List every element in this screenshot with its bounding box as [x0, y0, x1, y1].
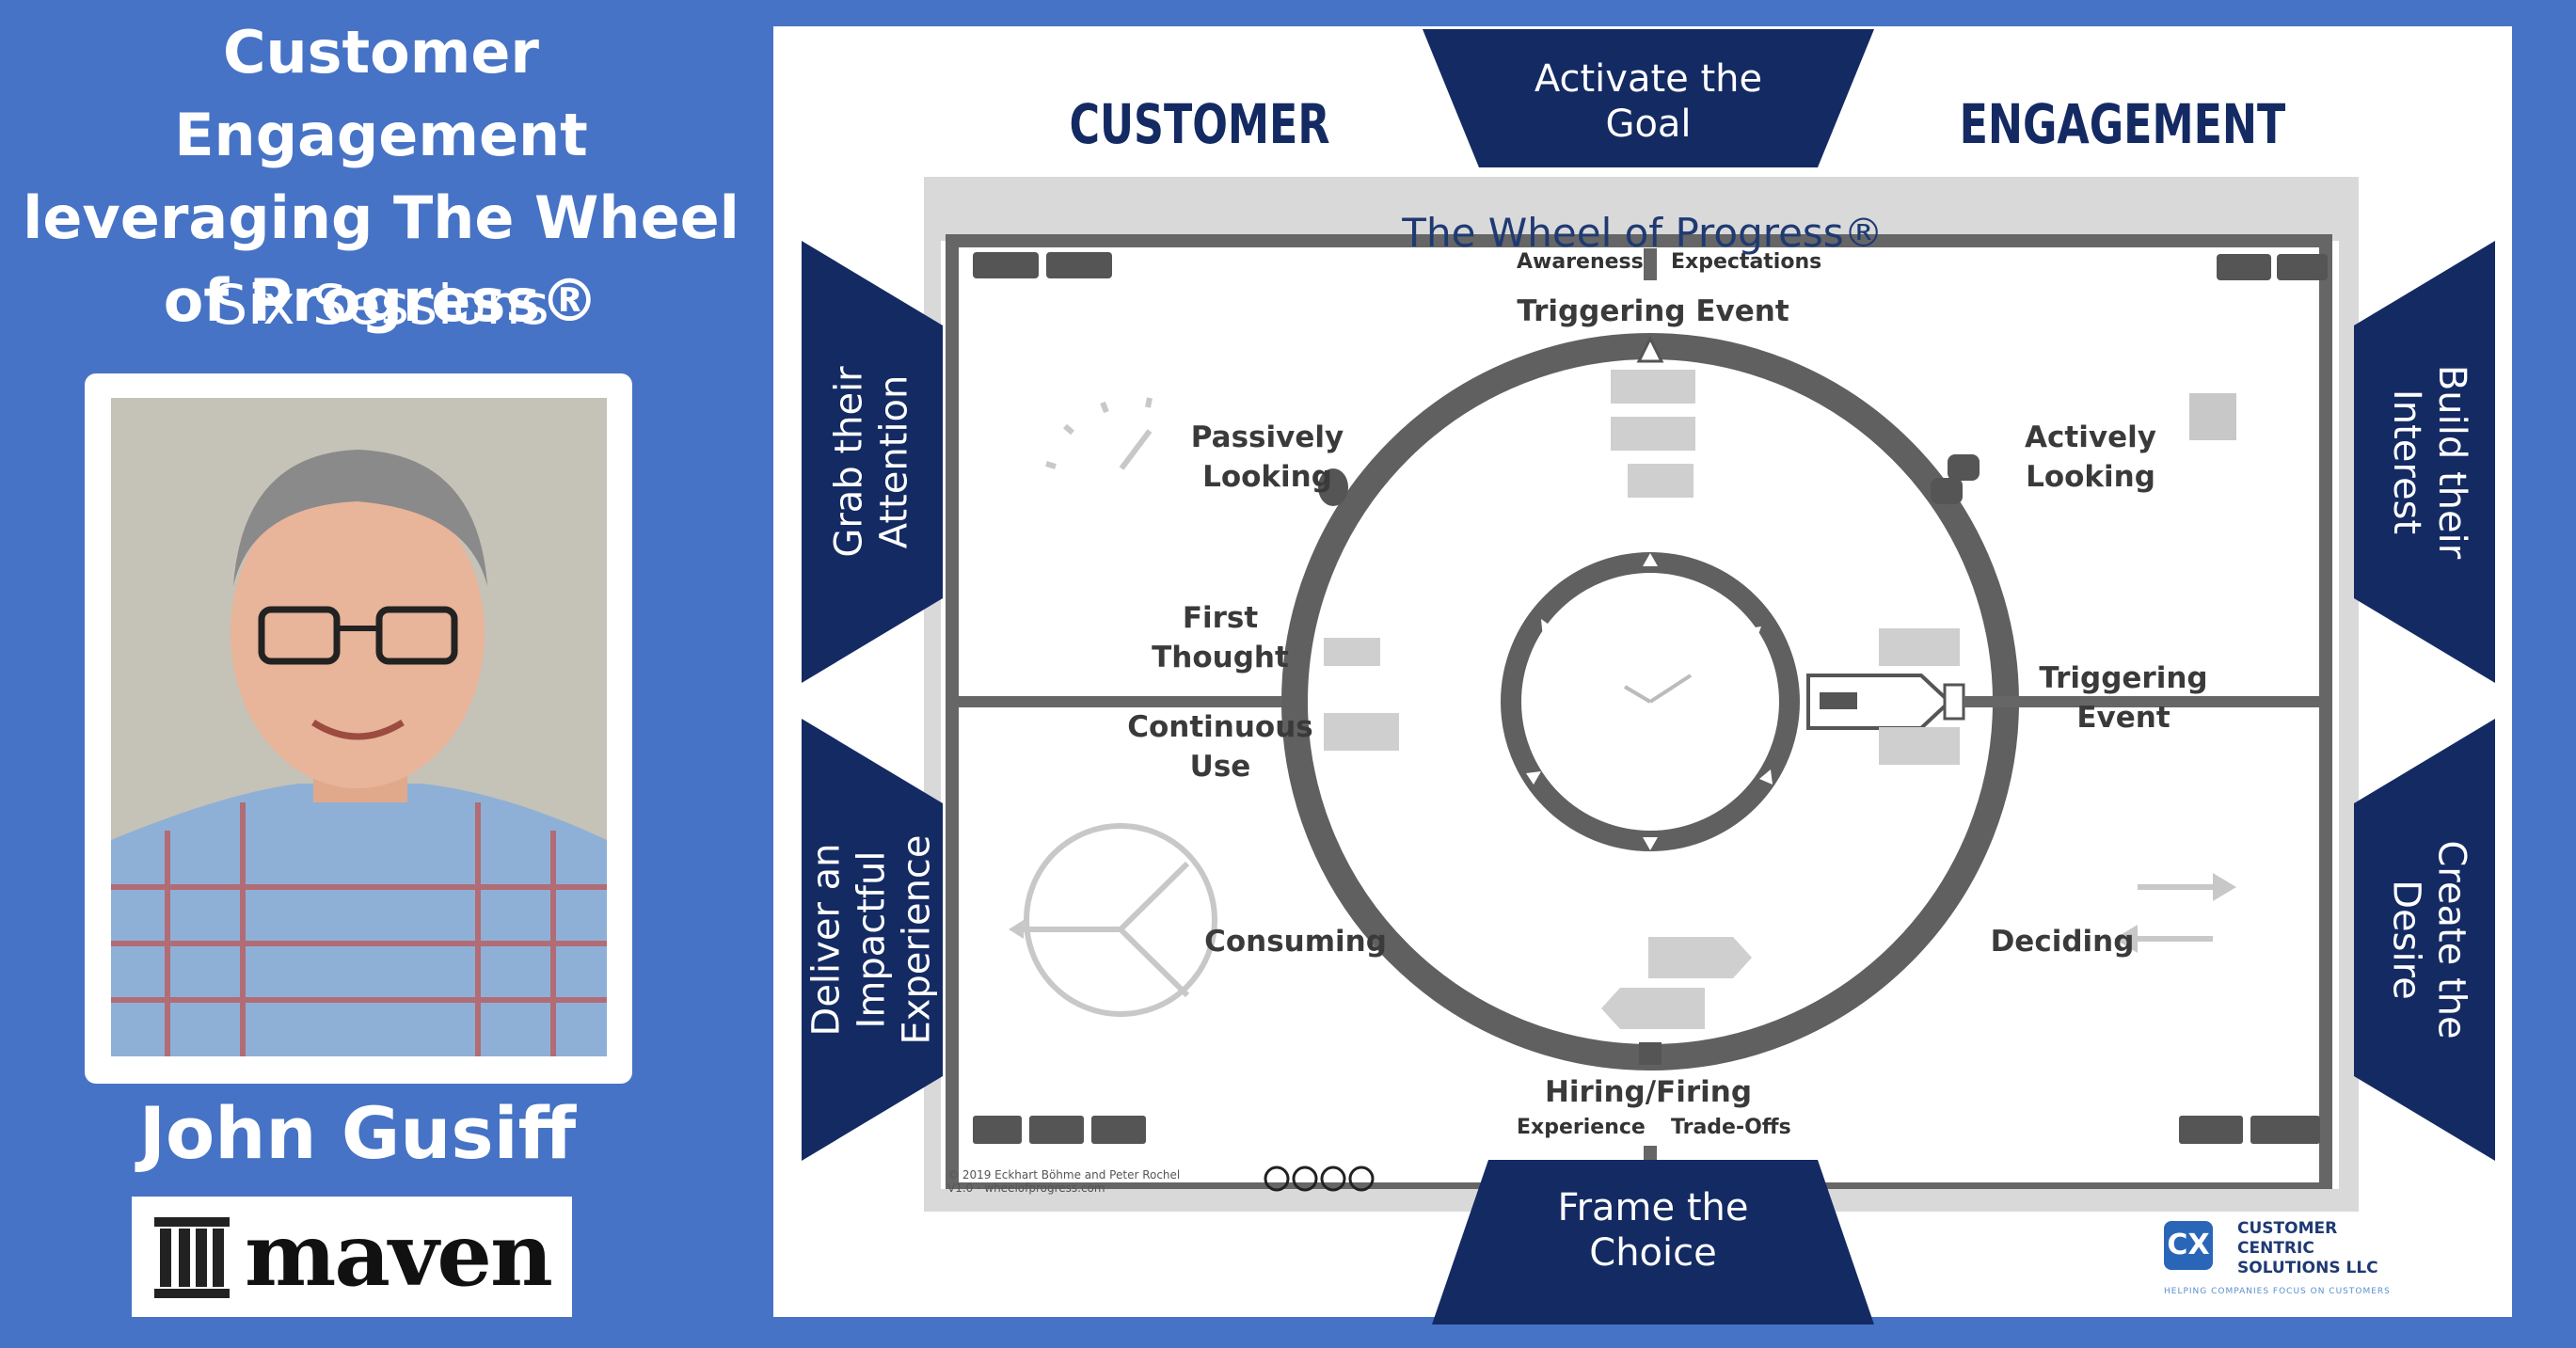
wheel-title: The Wheel of Progress® — [1402, 210, 1884, 256]
stage-consuming: Consuming — [1204, 925, 1387, 959]
tab-build-interest — [2354, 241, 2495, 683]
tab-create-desire-label: Create the Desire — [2385, 840, 2473, 1039]
footer-version: V1.0 - wheelofprogress.com — [947, 1181, 1105, 1195]
cx-logo-mark: CX — [2164, 1221, 2213, 1270]
tab-grab-attention-label: Grab their Attention — [828, 366, 917, 558]
label-experience: Experience — [1517, 1116, 1646, 1139]
presenter-photo — [111, 398, 607, 1056]
label-expectations: Expectations — [1671, 250, 1822, 274]
stage-passively-looking: Passively Looking — [1190, 420, 1344, 494]
stage-triggering-event-right: Triggering Event — [2039, 661, 2208, 735]
stage-actively-looking: Actively Looking — [2025, 420, 2156, 494]
footer-copyright: © 2019 Eckhart Böhme and Peter Rochel — [947, 1168, 1181, 1181]
header-engagement: ENGAGEMENT — [1959, 92, 2286, 156]
tab-frame-choice-label: Frame the Choice — [1557, 1186, 1749, 1275]
maven-logo: maven — [132, 1197, 572, 1317]
tab-deliver-experience — [802, 719, 943, 1161]
label-awareness: Awareness — [1517, 250, 1644, 274]
tab-activate-goal — [1423, 29, 1874, 167]
stage-triggering-event-top: Triggering Event — [1517, 294, 1789, 328]
tab-build-interest-label: Build their Interest — [2385, 364, 2474, 560]
label-trade-offs: Trade-Offs — [1671, 1116, 1791, 1139]
engagement-diagram: CUSTOMER ENGAGEMENT — [773, 26, 2512, 1324]
creative-commons-icon — [1264, 1166, 1375, 1192]
slide-subtitle: Six Sessions — [213, 273, 549, 337]
stage-continuous-use: Continuous Use — [1127, 710, 1313, 784]
cx-tagline: HELPING COMPANIES FOCUS ON CUSTOMERS — [2164, 1287, 2391, 1296]
header-customer: CUSTOMER — [1069, 92, 1330, 156]
tab-create-desire — [2354, 719, 2495, 1161]
tab-deliver-experience-label: Deliver an Impactful Experience — [805, 834, 940, 1045]
presenter-name: John Gusiff — [138, 1091, 577, 1175]
tab-activate-goal-label: Activate the Goal — [1534, 57, 1763, 146]
stage-hiring-firing: Hiring/Firing — [1544, 1075, 1753, 1109]
pillars-icon — [154, 1217, 230, 1298]
tab-grab-attention — [802, 241, 943, 683]
maven-logo-text: maven — [245, 1204, 553, 1306]
tab-frame-choice — [1432, 1160, 1874, 1324]
stage-first-thought: First Thought — [1152, 601, 1289, 674]
stage-deciding: Deciding — [1990, 925, 2135, 959]
cx-company-name: CUSTOMER CENTRIC SOLUTIONS LLC — [2237, 1219, 2378, 1277]
slide-title: Customer Engagement leveraging The Wheel… — [23, 18, 739, 335]
